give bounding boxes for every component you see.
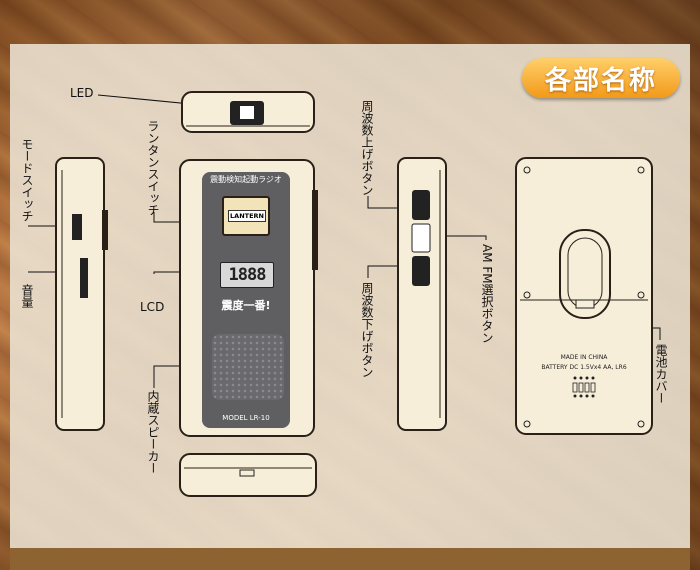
label-battery-cover: 電池カバー	[654, 344, 668, 404]
label-amfm: AM FM選択ボタン	[480, 244, 494, 344]
front-title: 震動検知起動ラジオ	[210, 175, 282, 184]
lantern-label: LANTERN	[228, 210, 266, 222]
model-number: MODEL LR-10	[222, 414, 270, 422]
label-volume: 音量	[20, 284, 34, 308]
label-freq-up: 周波数上げボタン	[360, 100, 374, 196]
front-slogan: 震度一番!	[221, 299, 271, 312]
speaker-grille	[212, 334, 284, 400]
label-freq-down: 周波数下げボタン	[360, 282, 374, 378]
title-badge: 各部名称	[522, 58, 680, 98]
label-speaker: 内蔵スピーカー	[146, 390, 160, 474]
label-lcd: LCD	[140, 300, 165, 314]
label-led: LED	[70, 86, 94, 100]
lcd-display: 1888	[220, 262, 274, 288]
panel-bottom-strip	[10, 548, 690, 570]
battery-spec-text: BATTERY DC 1.5Vx4 AA, LR6	[541, 364, 627, 371]
label-lantern-switch: ランタンスイッチ	[146, 120, 160, 216]
label-mode-switch: モードスイッチ	[20, 138, 34, 222]
made-in-text: MADE IN CHINA	[560, 354, 608, 361]
lantern-switch[interactable]: LANTERN	[222, 196, 270, 236]
